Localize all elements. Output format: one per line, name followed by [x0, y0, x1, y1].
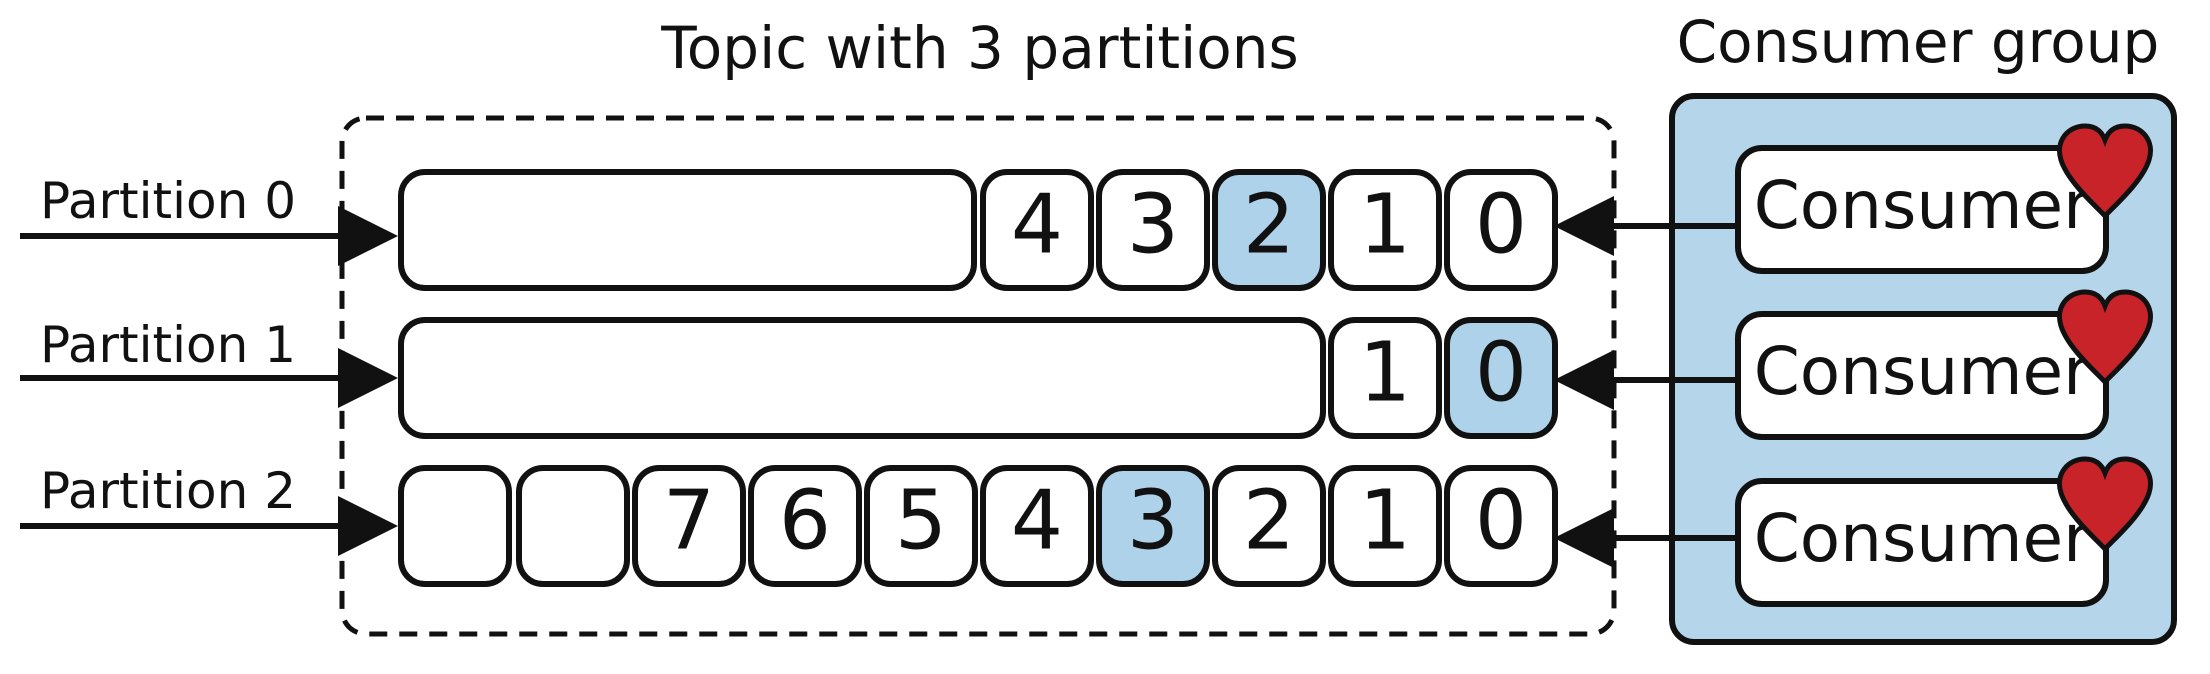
consumer-label: Consumer [1754, 167, 2091, 244]
partition-label: Partition 0 [40, 172, 296, 230]
offset-label: 6 [779, 473, 831, 568]
offset-label: 4 [1011, 177, 1063, 272]
consumer-node: Consumer [1735, 456, 2153, 607]
consumer-node: Consumer [1735, 123, 2153, 274]
offset-cell [1096, 169, 1210, 291]
partition-0-offsets: 4 3 2 1 0 [980, 169, 1558, 291]
offset-label: 2 [1243, 473, 1295, 568]
offset-label: 5 [895, 473, 947, 568]
partition-empty-space [398, 169, 977, 291]
offset-cell [1212, 465, 1326, 587]
offset-label: 3 [1127, 177, 1179, 272]
offset-cell-highlighted [1096, 465, 1210, 587]
topic-container [339, 115, 1617, 637]
offset-label: 1 [1359, 325, 1411, 420]
partition-label: Partition 1 [40, 316, 296, 374]
consumer-node: Consumer [1735, 289, 2153, 440]
offset-label: 3 [1127, 473, 1179, 568]
offset-label: 2 [1243, 177, 1295, 272]
heart-icon [2057, 123, 2153, 220]
offset-label: 4 [1011, 473, 1063, 568]
offset-label: 0 [1475, 473, 1527, 568]
partition-label: Partition 2 [40, 462, 296, 520]
offset-cell [980, 465, 1094, 587]
offset-cell [398, 465, 512, 587]
offset-label: 0 [1475, 177, 1527, 272]
heart-icon [2057, 289, 2153, 386]
offset-cell [748, 465, 862, 587]
offset-label: 1 [1359, 177, 1411, 272]
consumer-label: Consumer [1754, 333, 2091, 410]
heart-icon [2057, 456, 2153, 553]
offset-cell-highlighted [1212, 169, 1326, 291]
offset-cell [1328, 169, 1442, 291]
offset-cell [516, 465, 630, 587]
offset-label: 7 [663, 473, 715, 568]
consumer-label: Consumer [1754, 500, 2091, 577]
topic-title: Topic with 3 partitions [660, 14, 1299, 82]
offset-label: 0 [1475, 325, 1527, 420]
partition-2-offsets: 7 6 5 4 3 2 1 0 [398, 465, 1558, 587]
offset-cell [1328, 317, 1442, 439]
partition-1-offsets: 1 0 [1328, 317, 1558, 439]
offset-cell [864, 465, 978, 587]
offset-cell [980, 169, 1094, 291]
offset-cell [1328, 465, 1442, 587]
partition-empty-space [398, 317, 1326, 439]
offset-label: 1 [1359, 473, 1411, 568]
offset-cell [632, 465, 746, 587]
consumer-group-title: Consumer group [1677, 8, 2160, 76]
